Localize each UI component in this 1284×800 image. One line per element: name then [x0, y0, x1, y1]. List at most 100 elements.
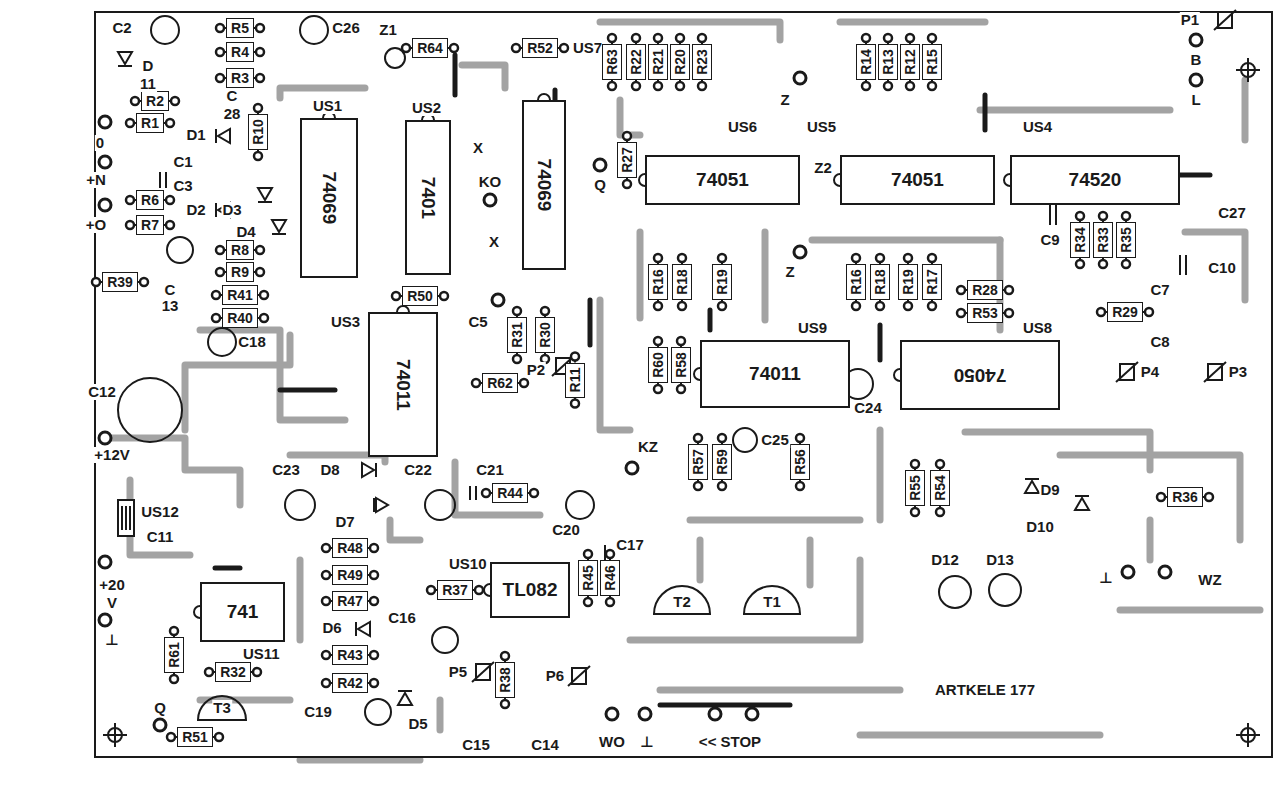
solder-pad	[911, 508, 919, 516]
ic-designator: US4	[1022, 119, 1053, 135]
solder-pad	[322, 571, 330, 579]
part-label: R43	[337, 648, 363, 663]
resistor-symbol: R8	[226, 240, 254, 260]
solder-pad	[698, 82, 706, 90]
silkscreen-label: C14	[530, 737, 560, 753]
wire-jumpers	[215, 55, 1210, 705]
silkscreen-label: D3	[221, 202, 242, 218]
part-label: R55	[908, 475, 923, 501]
silkscreen-label: D10	[1025, 519, 1055, 535]
resistor-symbol: R60	[648, 347, 668, 383]
solder-pad	[501, 652, 509, 660]
solder-pad	[654, 302, 662, 310]
solder-pad	[1005, 309, 1013, 317]
resistor-symbol: R41	[222, 285, 258, 305]
resistor-symbol: R63	[602, 44, 622, 80]
solder-pad	[654, 82, 662, 90]
solder-pad	[254, 152, 262, 160]
silkscreen-label: C19	[303, 704, 333, 720]
solder-pad	[370, 571, 378, 579]
part-label: R9	[231, 265, 249, 280]
solder-pad	[256, 268, 264, 276]
diode-symbols	[118, 52, 1089, 705]
solder-pad	[862, 82, 870, 90]
ic-package: US674051	[645, 155, 800, 205]
resistor-symbol: R18	[672, 264, 692, 300]
solder-pad	[678, 254, 686, 262]
part-label: R48	[337, 541, 363, 556]
silkscreen-label: B	[1190, 52, 1203, 68]
resistor-symbol: R6	[136, 190, 164, 210]
solder-pad	[796, 482, 804, 490]
solder-pad	[884, 82, 892, 90]
solder-pad	[623, 132, 631, 140]
silkscreen-label: +12V	[93, 447, 130, 463]
silkscreen-label: C22	[403, 462, 433, 478]
ic-package: US574051	[840, 155, 995, 205]
part-label: R54	[933, 475, 948, 501]
resistor-symbol: R13	[878, 44, 898, 80]
resistor-symbol: R11	[565, 363, 585, 398]
silkscreen-label: C20	[551, 522, 581, 538]
solder-pad	[166, 196, 174, 204]
silkscreen-label: Z	[784, 264, 795, 280]
solder-pad	[216, 268, 224, 276]
ic-part-number: 74051	[696, 170, 749, 190]
solder-pad	[256, 74, 264, 82]
part-label: R16	[651, 269, 666, 295]
silkscreen-label: L	[1190, 92, 1201, 108]
part-label: R18	[675, 269, 690, 295]
solder-pad	[167, 733, 175, 741]
resistor-symbol: R19	[898, 264, 918, 300]
part-label: R41	[227, 288, 253, 303]
resistor-symbol: R33	[1093, 222, 1113, 258]
part-label: R1	[141, 116, 159, 131]
ic-designator: US3	[330, 314, 361, 330]
resistor-symbol: R30	[535, 317, 555, 353]
solder-pad	[170, 675, 178, 683]
solder-pad	[126, 196, 134, 204]
component-leads	[92, 24, 1213, 741]
solder-pad	[1157, 493, 1165, 501]
ic-part-number: 74051	[891, 170, 944, 190]
resistor-symbol: R27	[617, 142, 637, 178]
resistor-symbol: R44	[492, 483, 528, 503]
part-label: R7	[141, 218, 159, 233]
silkscreen-label: Q	[593, 177, 607, 193]
resistor-symbol: R22	[626, 44, 646, 80]
part-label: R47	[337, 594, 363, 609]
resistor-symbol: R62	[482, 373, 518, 393]
silkscreen-label: X	[472, 140, 484, 156]
solder-pad	[584, 550, 592, 558]
solder-pad	[256, 246, 264, 254]
silkscreen-label: C5	[467, 314, 488, 330]
solder-pad	[501, 700, 509, 708]
silkscreen-label: P6	[545, 668, 565, 684]
solder-pad	[928, 82, 936, 90]
resistor-symbol: R4	[226, 42, 254, 62]
solder-pad	[1205, 493, 1213, 501]
silkscreen-label: 13	[161, 298, 180, 314]
silkscreen-label: << STOP	[698, 734, 762, 750]
resistor-symbol: R28	[967, 280, 1003, 300]
solder-pad	[260, 314, 268, 322]
ic-part-number: 7401	[418, 176, 438, 218]
solder-pad	[253, 668, 261, 676]
silkscreen-label: P1	[1180, 12, 1200, 28]
ic-designator: US1	[312, 98, 343, 114]
solder-pad	[212, 291, 220, 299]
silkscreen-label: X	[488, 234, 500, 250]
silkscreen-label: D4	[235, 224, 256, 240]
part-label: R29	[1112, 305, 1138, 320]
resistor-symbol: R17	[922, 264, 942, 300]
solder-pad	[402, 44, 410, 52]
solder-pad	[370, 679, 378, 687]
solder-pad	[904, 302, 912, 310]
solder-pad	[936, 460, 944, 468]
resistor-symbol: R5	[226, 18, 254, 38]
solder-pad	[677, 385, 685, 393]
ic-package: US11741	[200, 582, 285, 642]
solder-pad	[140, 278, 148, 286]
silkscreen-label: P3	[1228, 364, 1248, 380]
